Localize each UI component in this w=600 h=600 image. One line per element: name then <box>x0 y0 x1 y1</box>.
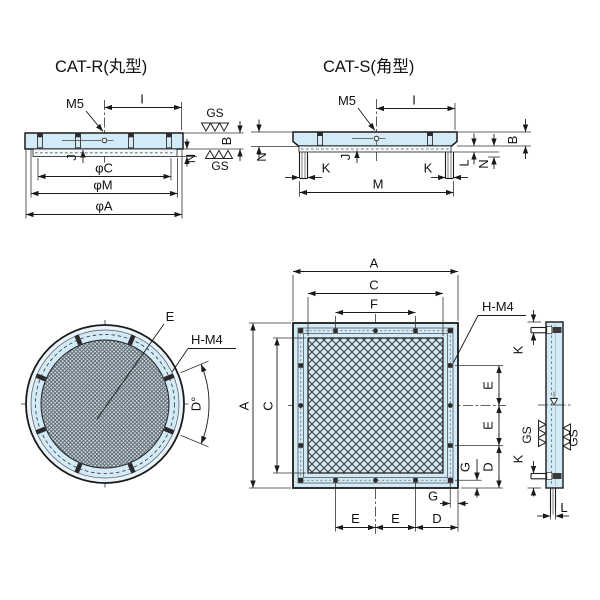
k-left-dimension: K <box>285 161 331 181</box>
cat-r-side-view: CAT-R(丸型) M5 I <box>24 57 244 219</box>
h-m4-label: H-M4 <box>191 332 223 347</box>
a-left-dimension: A <box>237 322 291 489</box>
e-label: E <box>166 309 175 324</box>
center-mark <box>538 391 572 406</box>
gs-left-symbol: GS <box>520 419 548 448</box>
m-dimension: M <box>299 177 454 197</box>
m-label: M <box>373 177 384 192</box>
a-top-dimension: A <box>292 256 459 321</box>
bottom-leg-attach <box>530 472 562 480</box>
m5-callout: M5 <box>338 93 376 131</box>
b-label: B <box>219 137 234 146</box>
c-top-label: C <box>369 278 378 293</box>
b-label: B <box>505 136 520 145</box>
e2-label: E <box>481 421 496 430</box>
cat-s-right-side: B L N <box>451 119 531 169</box>
m5-callout: M5 <box>66 96 104 132</box>
e4-label: E <box>391 511 400 526</box>
k-right-dimension: K <box>424 161 468 181</box>
gs-right-label: GS <box>567 429 581 446</box>
h-m4-callout: H-M4 <box>453 299 526 363</box>
gs-right-symbol: GS <box>561 423 581 451</box>
d-right-label: D <box>481 462 496 471</box>
bottom-leg <box>549 488 557 515</box>
g-right-label: G <box>458 462 473 472</box>
cat-s-screen-strip <box>298 145 452 153</box>
bottom-dimension-chain: G E E D <box>335 483 468 532</box>
d-angle-label: D° <box>189 397 204 412</box>
cat-r-screen-mesh <box>40 339 170 469</box>
n-right-label: N <box>476 159 491 168</box>
a-left-label: A <box>237 401 252 410</box>
rim-screws <box>35 334 175 474</box>
f-dimension: F <box>335 297 416 328</box>
d-angle-dimension: D° <box>180 360 210 448</box>
j-dimension: J <box>338 150 360 163</box>
frame-screws <box>298 328 453 483</box>
gs-bottom-symbol <box>204 149 234 159</box>
h-m4-label: H-M4 <box>482 299 514 314</box>
g-bottom-label: G <box>428 489 438 504</box>
phi-a-label: φA <box>95 199 112 214</box>
cat-r-plan-view: E H-M4 D° <box>21 309 236 488</box>
j-dimension: J <box>64 150 86 163</box>
frame-line-1 <box>297 327 454 484</box>
k-top-label: K <box>511 345 526 354</box>
cat-s-side-view: CAT-S(角型) M5 <box>251 57 531 197</box>
e1-label: E <box>481 381 496 390</box>
e3-label: E <box>351 511 360 526</box>
j-label: J <box>338 154 353 161</box>
phi-a-dimension: φA <box>25 150 183 219</box>
c-left-dimension: C <box>261 337 306 474</box>
l-dimension: L <box>537 500 569 520</box>
n-left-label: N <box>254 152 269 161</box>
cat-s-left-side: N <box>251 119 299 162</box>
i-label: I <box>412 93 416 108</box>
section-screws <box>317 132 433 152</box>
gs-top-label: GS <box>206 106 223 120</box>
k-bottom-dimension: K <box>511 454 541 497</box>
gs-top-symbol <box>200 122 230 133</box>
a-top-label: A <box>370 256 379 271</box>
e-callout: E <box>96 309 175 420</box>
cat-s-screen-mesh <box>307 337 444 474</box>
c-left-label: C <box>261 401 276 410</box>
gs-left-label: GS <box>520 426 534 443</box>
i-label: I <box>140 92 144 107</box>
phi-m-dimension: φM <box>30 150 178 198</box>
section-screws <box>37 133 172 149</box>
j-label: J <box>64 154 79 161</box>
d-bottom-label: D <box>432 511 441 526</box>
phi-m-label: φM <box>93 178 112 193</box>
k-left-label: K <box>322 161 331 176</box>
cat-r-screen-strip <box>32 148 178 157</box>
left-leg <box>298 152 309 180</box>
m5-label: M5 <box>66 96 84 111</box>
f-label: F <box>370 297 378 312</box>
n-label: N <box>183 154 198 163</box>
right-dimension-chain: E E D G <box>455 365 503 498</box>
gs-bottom-label: GS <box>211 159 228 173</box>
cat-r-right-side: GS GS B N <box>177 106 244 173</box>
l-label: L <box>457 159 472 166</box>
k-top-dimension: K <box>511 310 541 354</box>
cat-r-title: CAT-R(丸型) <box>55 57 147 76</box>
phi-c-dimension: φC <box>37 158 172 181</box>
cat-s-edge-view: K GS GS <box>511 310 581 520</box>
i-dimension: I <box>104 92 182 130</box>
h-m4-callout: H-M4 <box>171 332 236 373</box>
k-right-label: K <box>424 161 433 176</box>
c-top-dimension: C <box>307 278 444 336</box>
l-label: L <box>560 500 567 515</box>
frame-line-2 <box>303 333 448 478</box>
cat-s-plan-view: A C F H-M4 A C <box>237 256 526 536</box>
k-bottom-label: K <box>511 454 526 463</box>
right-leg <box>444 152 455 180</box>
bolt-circle <box>35 334 175 474</box>
m5-label: M5 <box>338 93 356 108</box>
phi-c-label: φC <box>95 161 113 176</box>
i-dimension: I <box>376 93 456 130</box>
cat-s-title: CAT-S(角型) <box>323 57 414 76</box>
